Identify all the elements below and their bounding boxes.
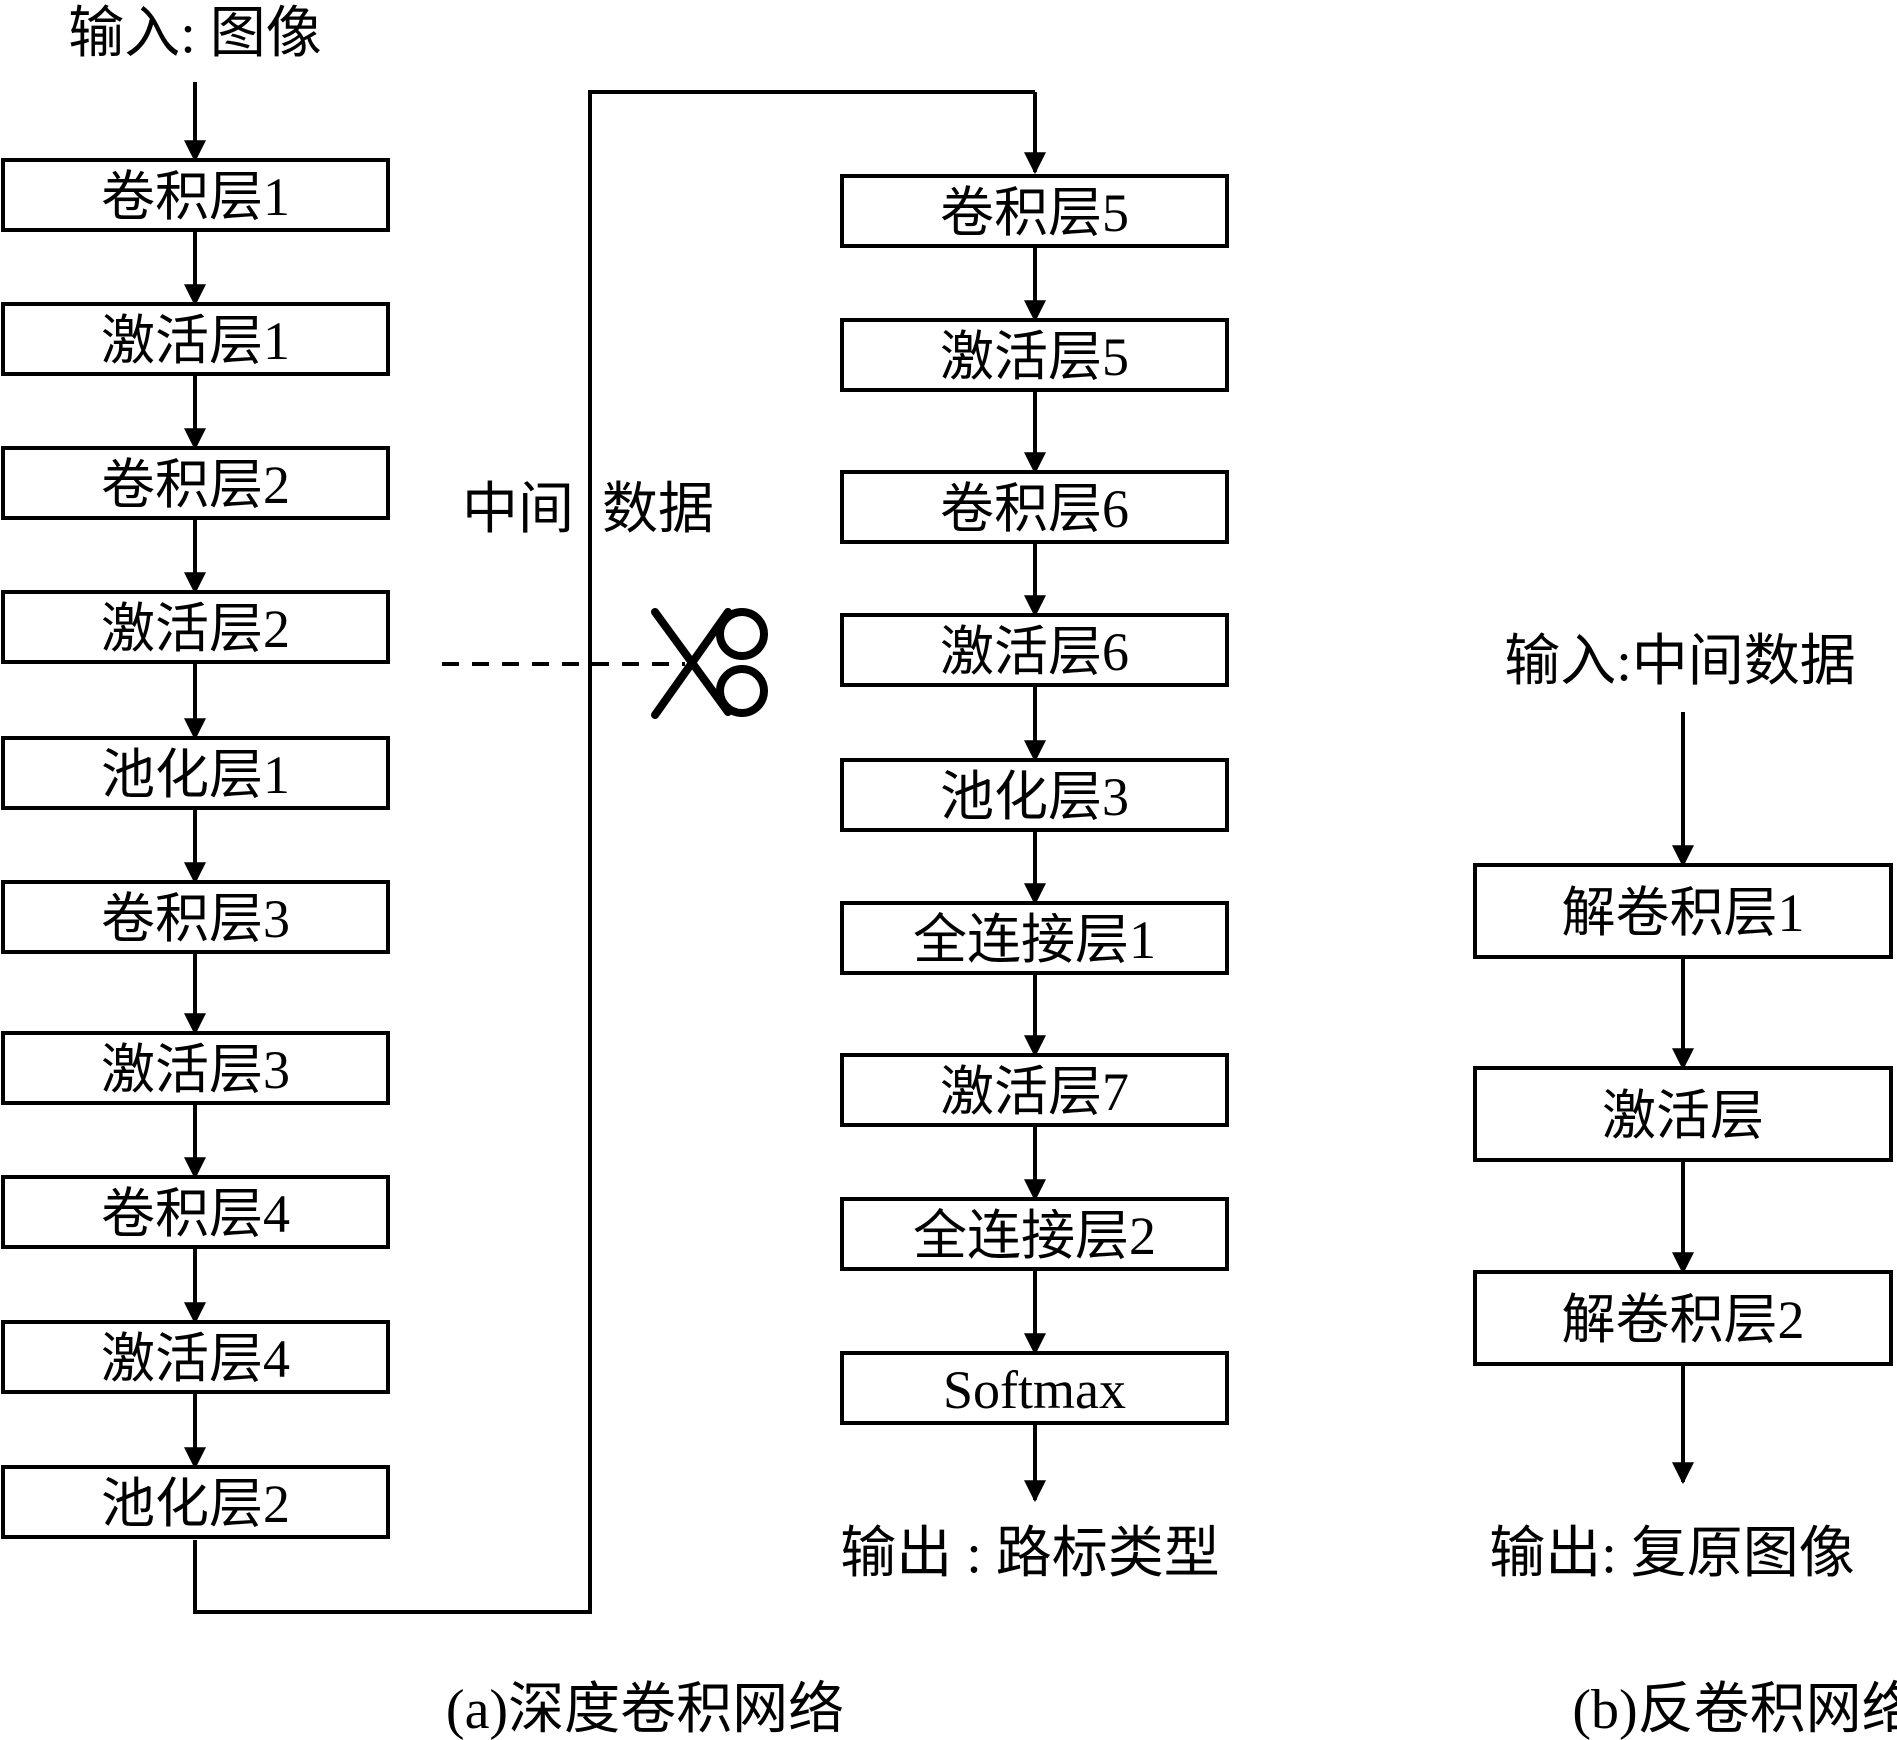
left-layer-label: 卷积层4: [101, 1184, 290, 1244]
middle-layer-box: 卷积层6: [840, 470, 1229, 544]
middle-layer-label: 激活层6: [940, 622, 1129, 682]
left-layer-box: 激活层1: [1, 302, 390, 376]
middle-layer-box: Softmax: [840, 1351, 1229, 1425]
middle-layer-box: 全连接层2: [840, 1197, 1229, 1271]
left-layer-box: 卷积层1: [1, 158, 390, 232]
middle-layer-label: 全连接层1: [913, 910, 1156, 970]
left-layer-label: 卷积层2: [101, 455, 290, 515]
right-layer-box: 解卷积层2: [1473, 1270, 1893, 1366]
middle-layer-label: 池化层3: [940, 767, 1129, 827]
deep-cnn-column: 卷积层1 激活层1 卷积层2 激活层2 池化层1 卷积层3 激活层3 卷积层4 激活层4 池化层2: [1, 82, 390, 1539]
middle-layer-label: Softmax: [943, 1360, 1126, 1420]
middle-layer-box: 全连接层1: [840, 901, 1229, 975]
left-layer-label: 池化层1: [101, 745, 290, 805]
right-layer-label: 解卷积层1: [1562, 883, 1805, 943]
right-layer-box: 激活层: [1473, 1066, 1893, 1162]
middle-layer-box: 激活层6: [840, 613, 1229, 687]
left-input-label: 输入: 图像: [68, 3, 322, 65]
left-layer-label: 激活层2: [101, 599, 290, 659]
middle-layer-label: 卷积层5: [940, 183, 1129, 243]
left-layer-box: 卷积层3: [1, 880, 390, 954]
middle-layer-box: 池化层3: [840, 758, 1229, 832]
caption-b: (b)反卷积网络: [1572, 1679, 1897, 1740]
left-layer-box: 池化层2: [1, 1465, 390, 1539]
left-layer-box: 激活层2: [1, 590, 390, 664]
middle-layer-box: 卷积层5: [840, 174, 1229, 248]
right-input-label: 输入:中间数据: [1504, 631, 1856, 693]
right-layer-label: 激活层: [1602, 1086, 1764, 1146]
right-output-label: 输出: 复原图像: [1489, 1523, 1855, 1585]
right-layer-box: 解卷积层1: [1473, 863, 1893, 959]
left-layer-label: 激活层1: [101, 311, 290, 371]
middle-layer-label: 激活层5: [940, 327, 1129, 387]
connector-left-to-middle: [193, 90, 1035, 1614]
middle-layer-label: 卷积层6: [940, 479, 1129, 539]
middle-output-label: 输出 : 路标类型: [840, 1523, 1220, 1585]
left-layer-label: 激活层3: [101, 1040, 290, 1100]
left-layer-box: 池化层1: [1, 736, 390, 810]
middle-layer-box: 激活层7: [840, 1053, 1229, 1127]
left-layer-label: 卷积层3: [101, 889, 290, 949]
right-layer-label: 解卷积层2: [1562, 1290, 1805, 1350]
scissors-icon: [651, 608, 768, 719]
left-layer-box: 卷积层2: [1, 446, 390, 520]
left-layer-box: 卷积层4: [1, 1175, 390, 1249]
left-layer-box: 激活层4: [1, 1320, 390, 1394]
left-layer-label: 激活层4: [101, 1329, 290, 1389]
deep-cnn-column-continued: 卷积层5 激活层5 卷积层6 激活层6 池化层3 全连接层1 激活层7 全连接层2Softma…: [840, 174, 1229, 1503]
caption-a: (a)深度卷积网络: [446, 1679, 844, 1740]
left-layer-label: 池化层2: [101, 1474, 290, 1534]
middle-layer-label: 激活层7: [940, 1062, 1129, 1122]
middle-layer-box: 激活层5: [840, 318, 1229, 392]
left-layer-box: 激活层3: [1, 1031, 390, 1105]
middle-layer-label: 全连接层2: [913, 1206, 1156, 1266]
left-layer-label: 卷积层1: [101, 167, 290, 227]
